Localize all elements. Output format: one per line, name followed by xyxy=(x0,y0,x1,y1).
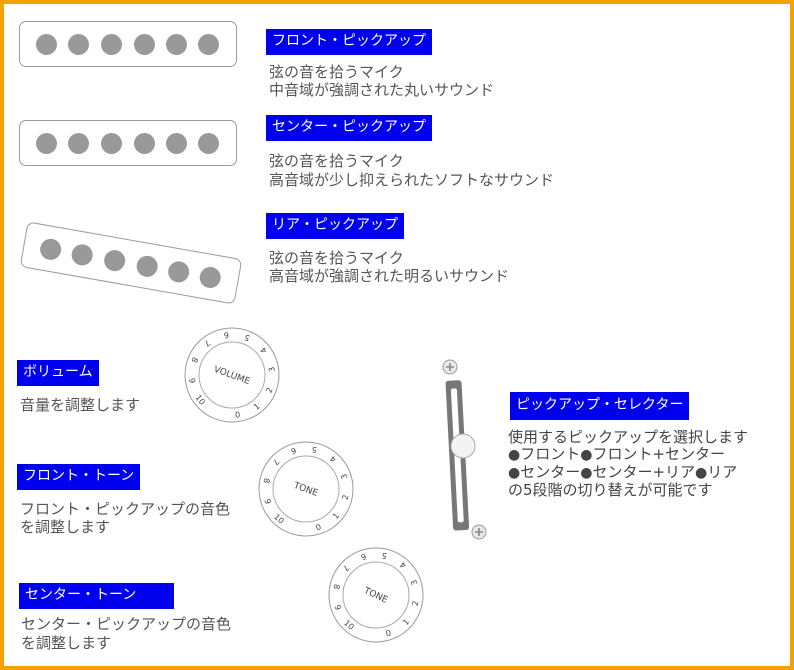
pole-piece xyxy=(70,242,95,268)
front-tone-title: フロント・トーン xyxy=(17,464,141,490)
selector-desc-2: ●フロント●フロント+センター xyxy=(508,446,783,464)
knob-scale-number: 4 xyxy=(398,560,408,570)
selector-desc-3: ●センター●センター+リア●リア xyxy=(508,464,783,482)
pole-piece xyxy=(36,34,57,55)
knob-scale-number: 8 xyxy=(189,356,199,364)
pole-piece xyxy=(101,133,122,154)
center-pickup-desc-2: 高音域が少し抑えられたソフトなサウンド xyxy=(269,171,555,189)
position-front-center: フロント+センター xyxy=(592,445,726,463)
position-dot: ● xyxy=(580,447,593,463)
knob-scale-number: 3 xyxy=(267,366,277,372)
front-tone-desc-2: を調整します xyxy=(20,518,111,536)
position-dot: ● xyxy=(580,465,593,481)
center-tone-desc-2: を調整します xyxy=(21,634,112,652)
position-center-rear: センター+リア xyxy=(592,463,696,481)
pole-piece xyxy=(198,265,223,290)
rear-pickup-desc-2: 高音域が強調された明るいサウンド xyxy=(269,267,510,285)
plus-screw-icon xyxy=(471,524,487,540)
front-pickup-desc-1: 弦の音を拾うマイク xyxy=(269,63,404,81)
pickup-selector-switch[interactable] xyxy=(436,354,492,544)
knob-scale-number: 7 xyxy=(341,563,351,573)
center-pickup-desc-1: 弦の音を拾うマイク xyxy=(269,152,404,170)
selector-desc: 使用するピックアップを選択します ●フロント●フロント+センター ●センター●セ… xyxy=(508,429,783,499)
volume-desc: 音量を調整します xyxy=(20,396,141,414)
position-dot: ● xyxy=(508,465,521,481)
rear-pickup-title: リア・ピックアップ xyxy=(266,213,404,239)
knob-scale-number: 8 xyxy=(261,477,271,484)
selector-desc-4: の5段階の切り替えが可能です xyxy=(508,481,713,499)
pole-piece xyxy=(166,133,187,154)
knob-scale-number: 5 xyxy=(381,550,388,560)
pole-piece xyxy=(68,133,89,154)
pole-piece xyxy=(101,34,122,55)
front-pickup-title: フロント・ピックアップ xyxy=(266,29,432,55)
knob-scale-number: 9 xyxy=(262,498,272,506)
position-dot: ● xyxy=(695,465,708,481)
knob-scale-number: 6 xyxy=(223,330,229,340)
knob-scale-number: 7 xyxy=(202,338,212,348)
knob-scale-number: 6 xyxy=(290,445,298,455)
knob-scale-number: 2 xyxy=(411,600,421,607)
knob-scale-number: 1 xyxy=(252,402,262,412)
pole-piece xyxy=(102,248,127,273)
pole-piece xyxy=(134,34,155,55)
knob-scale-number: 4 xyxy=(328,454,338,464)
volume-title: ボリューム xyxy=(17,360,99,386)
center-pickup xyxy=(19,120,237,166)
knob-scale-number: 0 xyxy=(235,410,241,420)
knob-scale-number: 2 xyxy=(341,494,351,501)
pole-piece xyxy=(134,133,155,154)
knob-scale-number: 6 xyxy=(360,551,368,561)
selector-lever[interactable] xyxy=(450,433,476,459)
front-tone-desc-1: フロント・ピックアップの音色 xyxy=(20,500,231,518)
pole-piece xyxy=(38,237,63,262)
plus-screw-icon xyxy=(442,359,458,375)
pole-piece xyxy=(36,133,57,154)
knob-scale-number: 5 xyxy=(243,332,251,342)
center-tone-title: センター・トーン xyxy=(19,583,174,609)
knob-scale-number: 1 xyxy=(401,617,411,627)
pole-piece xyxy=(166,34,187,55)
position-dot: ● xyxy=(508,447,521,463)
position-front: フロント xyxy=(520,445,581,463)
position-center: センター xyxy=(520,463,581,481)
pole-piece xyxy=(68,34,89,55)
front-pickup xyxy=(19,21,237,67)
knob-scale-number: 1 xyxy=(331,511,341,521)
pole-piece xyxy=(134,254,160,279)
knob-scale-number: 0 xyxy=(315,522,323,532)
pole-piece xyxy=(198,133,219,154)
rear-pickup-desc-1: 弦の音を拾うマイク xyxy=(269,249,404,267)
knob-scale-number: 3 xyxy=(409,579,419,587)
knob-scale-number: 8 xyxy=(331,583,341,590)
pole-piece xyxy=(198,34,219,55)
knob-scale-number: 9 xyxy=(332,604,342,612)
knob-scale-number: 5 xyxy=(311,444,318,454)
knob-scale-number: 2 xyxy=(264,386,274,394)
center-pickup-title: センター・ピックアップ xyxy=(266,115,432,141)
selector-desc-1: 使用するピックアップを選択します xyxy=(508,428,749,446)
knob-scale-number: 9 xyxy=(187,378,197,384)
selector-title: ピックアップ・セレクター xyxy=(510,392,690,420)
knob-scale-number: 7 xyxy=(271,457,281,467)
front-pickup-desc-2: 中音域が強調された丸いサウンド xyxy=(269,81,495,99)
position-rear: リア xyxy=(707,463,738,481)
knob-scale-number: 0 xyxy=(385,628,393,638)
knob-scale-number: 4 xyxy=(259,345,269,355)
knob-scale-number: 3 xyxy=(339,473,349,481)
center-tone-desc-1: センター・ピックアップの音色 xyxy=(21,615,232,633)
pole-piece xyxy=(166,259,191,285)
